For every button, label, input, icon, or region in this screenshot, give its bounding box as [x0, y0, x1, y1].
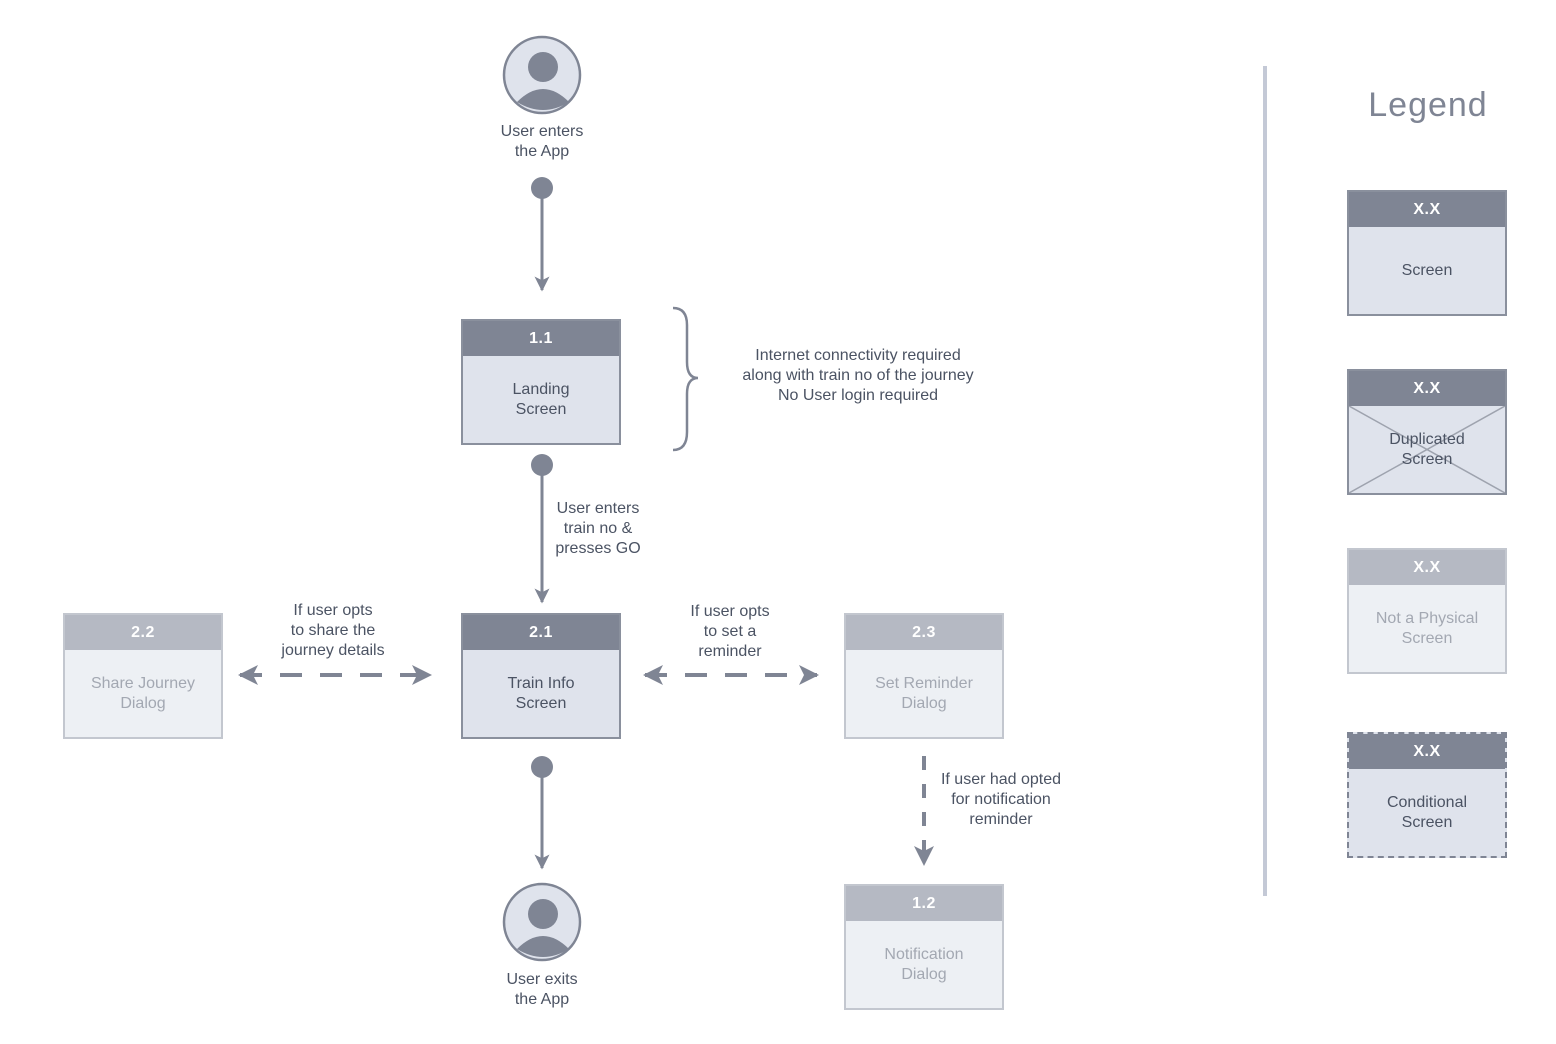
arrow-landing-to-train-info: [531, 454, 553, 604]
legend-divider: [1263, 66, 1267, 896]
arrow-train-info-to-exit: [531, 756, 553, 870]
legend-id: X.X: [1349, 192, 1505, 227]
arrow-enter-to-landing: [531, 177, 553, 292]
user-exit-actor-icon: [502, 882, 582, 962]
landing-note: Internet connectivity required along wit…: [742, 347, 974, 404]
curly-brace: [672, 306, 699, 452]
screen-id: 2.1: [463, 615, 619, 650]
share-note: If user opts to share the journey detail…: [281, 602, 385, 659]
reminder-note: If user opts to set a reminder: [690, 603, 770, 660]
legend-screen: X.X Screen: [1347, 190, 1507, 316]
screen-id: 2.3: [846, 615, 1002, 650]
legend-name: Screen: [1401, 261, 1453, 279]
screen-id: 1.1: [463, 321, 619, 356]
legend-title: Legend: [1368, 86, 1488, 124]
cross-out-icon: [1349, 406, 1505, 493]
user-enter-actor-icon: [502, 35, 582, 115]
enter-train-note: User enters train no & presses GO: [555, 500, 641, 557]
legend-id: X.X: [1349, 371, 1505, 406]
legend-id: X.X: [1349, 550, 1505, 585]
screen-id: 1.2: [846, 886, 1002, 921]
legend-id: X.X: [1349, 734, 1505, 769]
notify-note: If user had opted for notification remin…: [940, 771, 1062, 828]
screen-id: 2.2: [65, 615, 221, 650]
